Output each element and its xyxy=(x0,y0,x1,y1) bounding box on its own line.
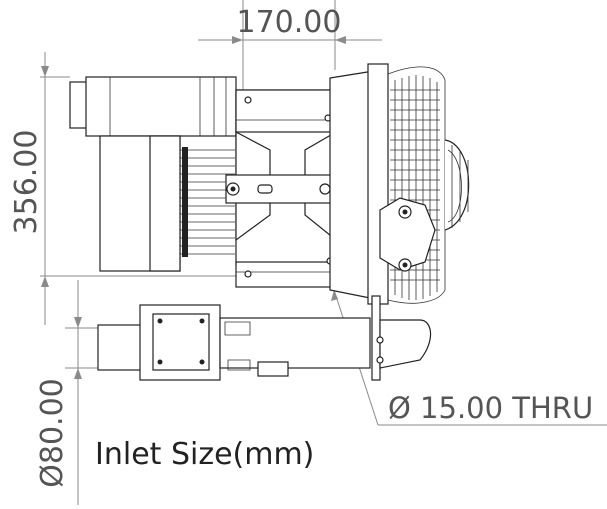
inlet-dimension-label: Ø80.00 xyxy=(35,378,70,488)
width-dimension-label: 170.00 xyxy=(237,5,342,40)
width-dimension xyxy=(198,0,382,92)
inlet-size-caption: Inlet Size(mm) xyxy=(95,437,314,472)
hole-dimension-label: Ø 15.00 THRU xyxy=(388,391,593,425)
inlet-assembly xyxy=(97,295,432,381)
motor-fins xyxy=(180,147,235,257)
blower-housing xyxy=(329,63,470,305)
height-dimension-label: 356.00 xyxy=(9,130,44,235)
motor-housing xyxy=(69,76,237,272)
